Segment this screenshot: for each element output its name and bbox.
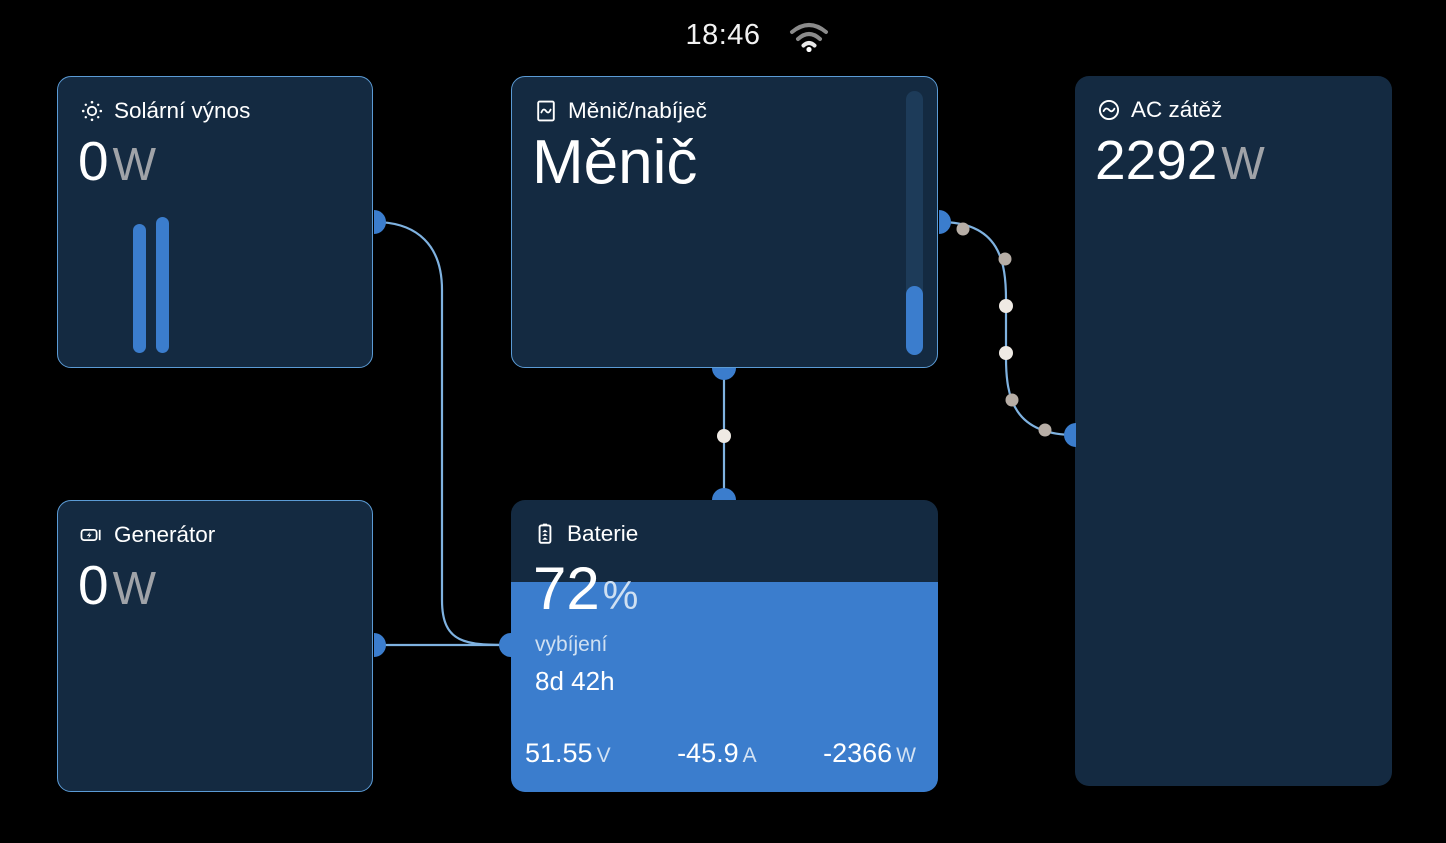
ac-load-card-title: AC zátěž [1131, 97, 1223, 122]
connector-solar-right [374, 210, 386, 234]
solar-card-header: Solární výnos [80, 99, 250, 123]
solar-string-bar-2 [156, 217, 169, 353]
inverter-load-bar-track [906, 91, 923, 355]
sun-icon [81, 100, 103, 122]
battery-power-unit: W [896, 744, 916, 767]
flow-dot-ac-6 [1038, 423, 1052, 437]
battery-voltage-value: 51.55 [525, 738, 593, 768]
generator-card-header: Generátor [80, 523, 215, 547]
card-solar-yield[interactable]: Solární výnos 0W [57, 76, 373, 368]
wifi-icon [790, 23, 828, 52]
inverter-card-header: Měnič/nabíječ [534, 99, 707, 123]
inverter-value: Měnič [532, 128, 698, 197]
battery-soc-fill [511, 581, 938, 792]
battery-time-remaining: 8d 42h [535, 666, 615, 696]
battery-soc-value: 72 [533, 555, 600, 622]
flow-solar-to-bus [373, 220, 511, 647]
connector-inverter-bottom [712, 368, 736, 380]
battery-state-label: vybíjení [535, 633, 608, 656]
flow-dot-ac-4 [999, 346, 1013, 360]
battery-soc-unit: % [602, 574, 639, 618]
connector-battery-left [499, 633, 511, 657]
card-generator[interactable]: Generátor 0W [57, 500, 373, 792]
connector-ac-load-left [1064, 423, 1076, 447]
generator-unit: W [112, 562, 157, 614]
generator-value-group: 0W [78, 553, 156, 617]
ac-load-value: 2292 [1095, 129, 1218, 191]
connector-inverter-right [939, 210, 951, 234]
ac-load-unit: W [1221, 137, 1265, 189]
inverter-load-bar-fill [906, 286, 923, 355]
inverter-unit [697, 141, 701, 193]
generator-value: 0 [78, 554, 109, 616]
battery-power-value: -2366 [823, 738, 893, 768]
ac-load-card-header: AC zátěž [1097, 98, 1222, 122]
ac-load-value-group: 2292W [1095, 128, 1265, 192]
battery-voltage-unit: V [596, 744, 611, 767]
solar-string-bar-1 [133, 223, 146, 353]
inverter-card-title: Měnič/nabíječ [568, 98, 707, 123]
battery-card-header: Baterie [533, 522, 638, 546]
connector-battery-top [712, 488, 736, 500]
battery-current-value: -45.9 [677, 738, 739, 768]
battery-icon [538, 523, 552, 544]
ac-load-icon [1098, 99, 1120, 121]
solar-card-title: Solární výnos [114, 98, 251, 123]
generator-icon [80, 528, 101, 542]
battery-current-unit: A [742, 744, 757, 767]
inverter-icon [537, 100, 555, 122]
status-clock: 18:46 [685, 19, 761, 51]
generator-card-title: Generátor [114, 522, 216, 547]
flow-dot-ac-3 [999, 299, 1013, 313]
solar-value: 0 [78, 130, 109, 192]
battery-soc-group: 72% [533, 554, 638, 623]
card-ac-load[interactable]: AC zátěž 2292W [1075, 76, 1392, 786]
status-bar: 18:46 [0, 0, 1446, 72]
card-inverter-charger[interactable]: Měnič/nabíječ Měnič [511, 76, 938, 368]
flow-dot-ac-5 [1005, 393, 1019, 407]
flow-dot-battery-1 [717, 429, 731, 443]
flow-dot-ac-1 [956, 222, 970, 236]
flow-dot-ac-2 [998, 252, 1012, 266]
solar-unit: W [112, 138, 157, 190]
battery-card-title: Baterie [567, 521, 639, 546]
connector-generator-right [374, 633, 386, 657]
inverter-value-group: Měnič [532, 127, 701, 198]
flow-inverter-to-ac-load [939, 220, 1076, 437]
solar-value-group: 0W [78, 129, 156, 193]
